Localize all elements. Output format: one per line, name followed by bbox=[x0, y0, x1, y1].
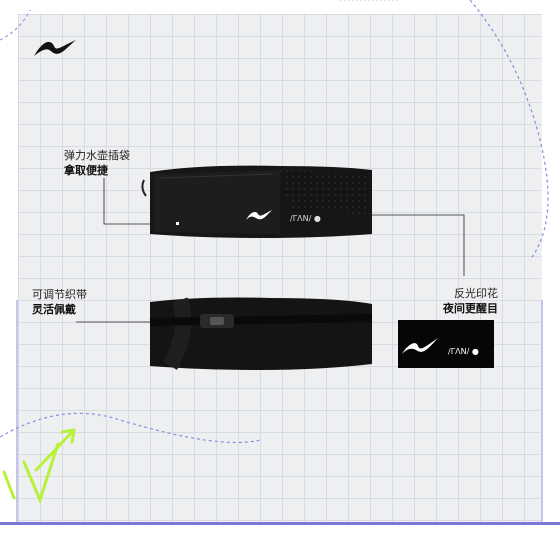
callout-reflective-print: 反光印花 夜间更醒目 bbox=[443, 286, 498, 316]
frame-line-bottom bbox=[0, 522, 560, 525]
li-ning-logo-icon bbox=[34, 40, 76, 56]
callout-title: 反光印花 bbox=[454, 287, 498, 300]
reflective-print-text: /ΓΛΝ/ ● bbox=[448, 347, 479, 356]
callout-title: 弹力水壶插袋 bbox=[64, 149, 130, 162]
callout-adjustable-strap: 可调节织带 灵活佩戴 bbox=[32, 287, 87, 317]
frame-line-left bbox=[16, 300, 18, 522]
background-grid-panel bbox=[18, 14, 542, 524]
reflective-logo-icon: /ΓΛΝ/ ● bbox=[402, 338, 479, 356]
reflective-print-sample: /ΓΛΝ/ ● bbox=[398, 320, 494, 368]
waist-bag-back-image bbox=[149, 297, 373, 370]
frame-line-right bbox=[541, 300, 543, 522]
callout-title: 可调节织带 bbox=[32, 288, 87, 301]
waist-bag-front-image: /ΓΛΝ/ ● bbox=[141, 165, 372, 238]
reflective-dot bbox=[176, 222, 179, 225]
callout-elastic-pocket: 弹力水壶插袋 拿取便捷 bbox=[64, 148, 130, 178]
bag-logo-icon bbox=[246, 210, 272, 220]
callout-subtitle: 夜间更醒目 bbox=[443, 302, 498, 315]
callout-subtitle: 拿取便捷 bbox=[64, 164, 108, 177]
bag-print-text: /ΓΛΝ/ ● bbox=[290, 214, 321, 223]
callout-subtitle: 灵活佩戴 bbox=[32, 303, 76, 316]
